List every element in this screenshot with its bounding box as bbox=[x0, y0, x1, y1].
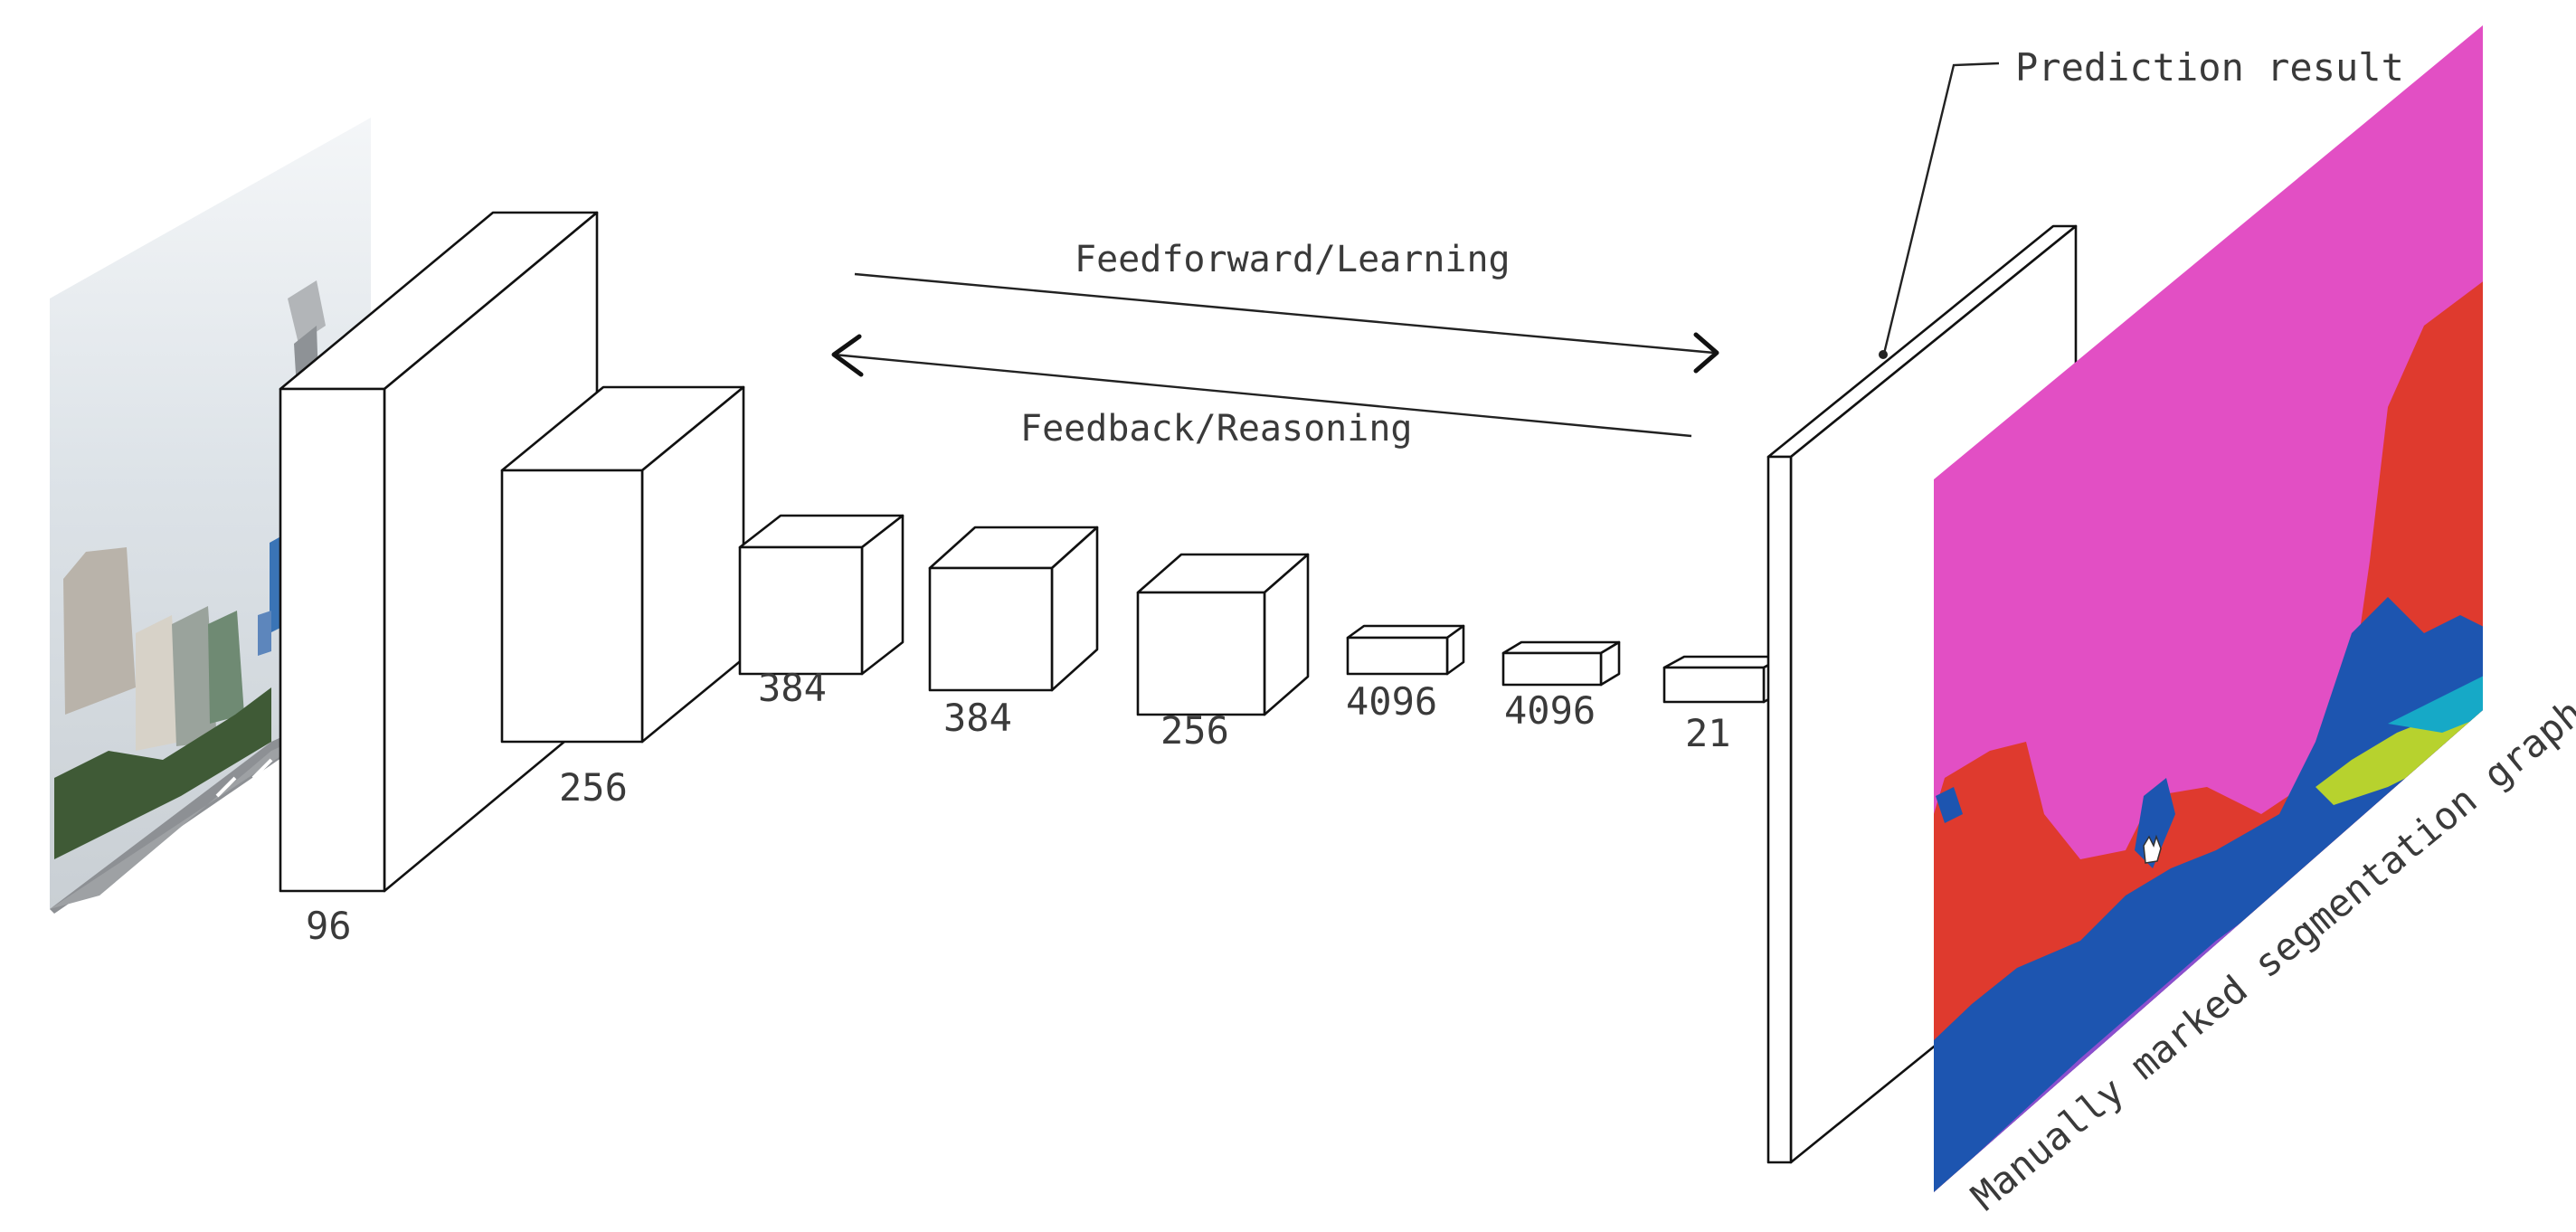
layer-box-3 bbox=[738, 514, 904, 676]
layer-box-front bbox=[1136, 591, 1266, 716]
layer-stack bbox=[279, 211, 1785, 893]
layer-box-5 bbox=[1136, 553, 1310, 716]
layer-label-6: 4096 bbox=[1346, 679, 1437, 724]
layer-box-front bbox=[738, 545, 864, 676]
layer-label-2: 256 bbox=[559, 765, 628, 810]
layer-label-8: 21 bbox=[1685, 711, 1731, 755]
layer-box-top bbox=[1346, 624, 1465, 640]
layer-box-2 bbox=[500, 385, 745, 744]
feedforward-arrow bbox=[854, 272, 1719, 374]
layer-box-front bbox=[1346, 636, 1449, 676]
layer-box-front bbox=[279, 387, 386, 893]
prediction-callout bbox=[1879, 62, 2000, 359]
layer-box-front bbox=[1501, 651, 1603, 687]
layer-box-8 bbox=[1662, 655, 1785, 704]
layer-box-front bbox=[928, 566, 1054, 692]
hand-cursor-icon bbox=[2143, 834, 2162, 864]
layer-box-front bbox=[500, 469, 644, 744]
layer-label-1: 96 bbox=[306, 904, 352, 948]
layer-label-7: 4096 bbox=[1504, 688, 1596, 733]
layer-box-7 bbox=[1501, 640, 1621, 687]
segment-vegetation bbox=[1934, 597, 2483, 1192]
layer-box-front bbox=[1662, 666, 1766, 704]
feedback-label: Feedback/Reasoning bbox=[1020, 408, 1412, 450]
feedforward-label: Feedforward/Learning bbox=[1075, 239, 1511, 280]
layer-label-4: 384 bbox=[943, 696, 1012, 740]
segment-sidewalk bbox=[2388, 674, 2483, 733]
layer-label-5: 256 bbox=[1160, 708, 1229, 753]
layer-labels: 96 256 384 384 256 4096 4096 21 bbox=[306, 666, 1731, 948]
feedback-arrow bbox=[831, 334, 1692, 438]
layer-label-3: 384 bbox=[758, 666, 827, 710]
prediction-result-label: Prediction result bbox=[2015, 45, 2404, 90]
layer-box-6 bbox=[1346, 624, 1465, 676]
layer-box-4 bbox=[928, 526, 1099, 692]
